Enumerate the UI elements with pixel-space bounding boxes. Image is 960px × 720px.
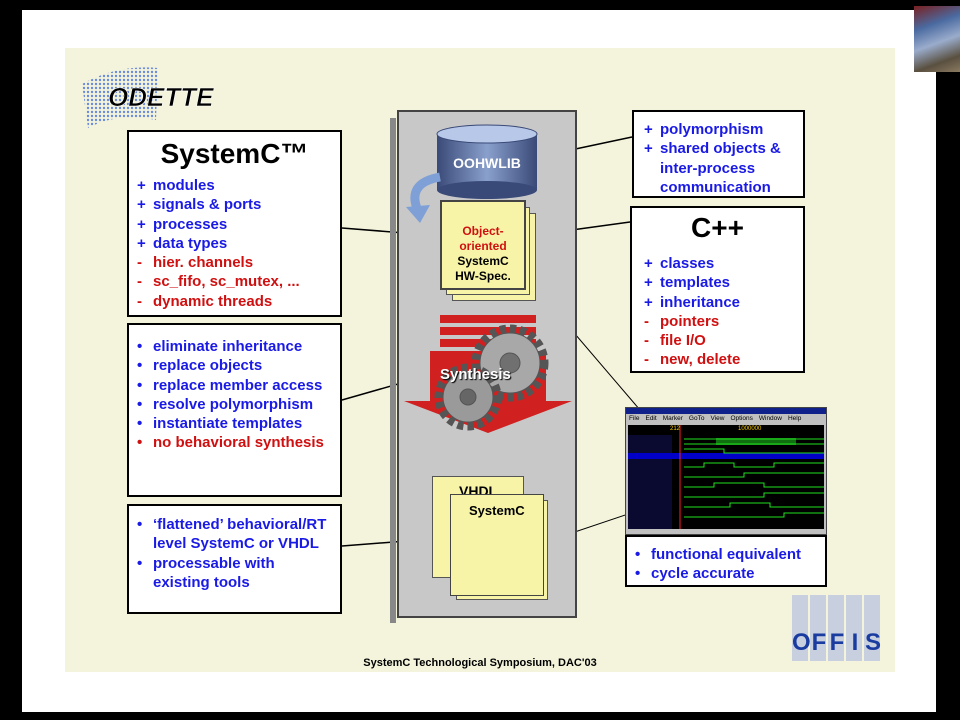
menu-item[interactable]: Options xyxy=(730,415,753,422)
list-item: dynamic threads xyxy=(137,292,332,312)
systemc-title: SystemC™ xyxy=(160,138,309,169)
list-item: replace member access xyxy=(137,376,332,396)
systemc-doc-front: SystemC xyxy=(450,494,544,596)
oohwlib-features-box: polymorphism shared objects & inter-proc… xyxy=(632,110,805,198)
slide-footer: SystemC Technological Symposium, DAC'03 xyxy=(363,657,597,669)
offis-letter: F xyxy=(811,629,827,656)
cpp-features-box: C++ classes templates inheritance pointe… xyxy=(630,206,805,373)
signal-names-panel xyxy=(628,435,672,529)
menu-item[interactable]: File xyxy=(629,415,640,422)
transformation-steps-box: eliminate inheritance replace objects re… xyxy=(127,323,342,497)
cpp-feature-list: classes templates inheritance pointers f… xyxy=(644,254,791,370)
curved-arrow-icon xyxy=(406,172,441,223)
oohwlib-cylinder-icon xyxy=(436,124,538,199)
synthesis-arrow-icon xyxy=(404,315,572,433)
offis-letter: S xyxy=(864,629,881,656)
transformation-list: eliminate inheritance replace objects re… xyxy=(137,337,332,453)
menu-item[interactable]: Marker xyxy=(662,415,683,422)
synthesis-label: Synthesis xyxy=(440,366,511,383)
list-item: processes xyxy=(137,215,332,235)
library-label: OOHWLIB xyxy=(453,155,521,171)
waveform-menubar: File Edit Marker GoTo View Options Windo… xyxy=(626,414,826,423)
spec-doc-subtitle: SystemC HW-Spec. xyxy=(455,254,511,283)
list-item: classes xyxy=(644,254,791,274)
simulation-results-box: functional equivalent cycle accurate xyxy=(625,535,827,587)
waveform-traces xyxy=(628,425,824,529)
offis-letter: O xyxy=(792,629,811,656)
simulation-list: functional equivalent cycle accurate xyxy=(635,545,817,584)
logo-text: ODETTE xyxy=(108,82,214,112)
list-item: cycle accurate xyxy=(635,564,817,584)
list-item: instantiate templates xyxy=(137,414,332,434)
list-item: templates xyxy=(644,273,791,293)
list-item: file I/O xyxy=(644,331,791,351)
marker-left-value: 212 xyxy=(670,426,681,432)
waveform-canvas: 212 1000000 xyxy=(628,425,824,529)
odette-logo: ODETTE xyxy=(82,67,214,128)
offis-logo: O F F I S xyxy=(792,595,882,661)
oohwlib-feature-list: polymorphism shared objects & inter-proc… xyxy=(644,120,793,197)
waveform-viewer-window: File Edit Marker GoTo View Options Windo… xyxy=(625,407,827,535)
list-item: resolve polymorphism xyxy=(137,395,332,415)
systemc-features-box: SystemC™ modules signals & ports process… xyxy=(127,130,342,317)
waveform-titlebar xyxy=(626,408,826,414)
list-item: processable with existing tools xyxy=(137,554,332,593)
spec-doc-front: Object-oriented SystemC HW-Spec. xyxy=(440,200,526,290)
list-item: data types xyxy=(137,234,332,254)
cpp-title: C++ xyxy=(691,212,744,243)
menu-item[interactable]: View xyxy=(710,415,725,422)
offis-letter: F xyxy=(829,629,845,656)
list-item: shared objects & inter-process communica… xyxy=(644,139,793,197)
list-item: no behavioral synthesis xyxy=(137,433,332,453)
output-description-box: ‘flattened’ behavioral/RT level SystemC … xyxy=(127,504,342,614)
offis-logo-columns xyxy=(792,595,880,661)
panel-shadow xyxy=(390,118,396,623)
offis-letter: I xyxy=(851,629,859,656)
menu-item[interactable]: Help xyxy=(787,415,802,422)
list-item: hier. channels xyxy=(137,253,332,273)
systemc-feature-list: modules signals & ports processes data t… xyxy=(137,176,332,311)
list-item: functional equivalent xyxy=(635,545,817,565)
list-item: sc_fifo, sc_mutex, ... xyxy=(137,272,332,292)
list-item: polymorphism xyxy=(644,120,793,140)
menu-item[interactable]: Window xyxy=(758,415,782,422)
menu-item[interactable]: GoTo xyxy=(688,415,705,422)
list-item: eliminate inheritance xyxy=(137,337,332,357)
output-list: ‘flattened’ behavioral/RT level SystemC … xyxy=(137,515,332,592)
list-item: modules xyxy=(137,176,332,196)
list-item: signals & ports xyxy=(137,195,332,215)
corner-photo-thumbnail xyxy=(914,6,960,72)
list-item: pointers xyxy=(644,312,791,332)
menu-item[interactable]: Edit xyxy=(645,415,657,422)
list-item: inheritance xyxy=(644,293,791,313)
spec-doc-title: Object-oriented xyxy=(459,224,507,253)
list-item: new, delete xyxy=(644,350,791,370)
offis-letters: O F F I S xyxy=(792,629,882,657)
list-item: replace objects xyxy=(137,356,332,376)
marker-right-value: 1000000 xyxy=(738,426,762,432)
systemc-doc-label: SystemC xyxy=(469,503,525,518)
list-item: ‘flattened’ behavioral/RT level SystemC … xyxy=(137,515,332,554)
